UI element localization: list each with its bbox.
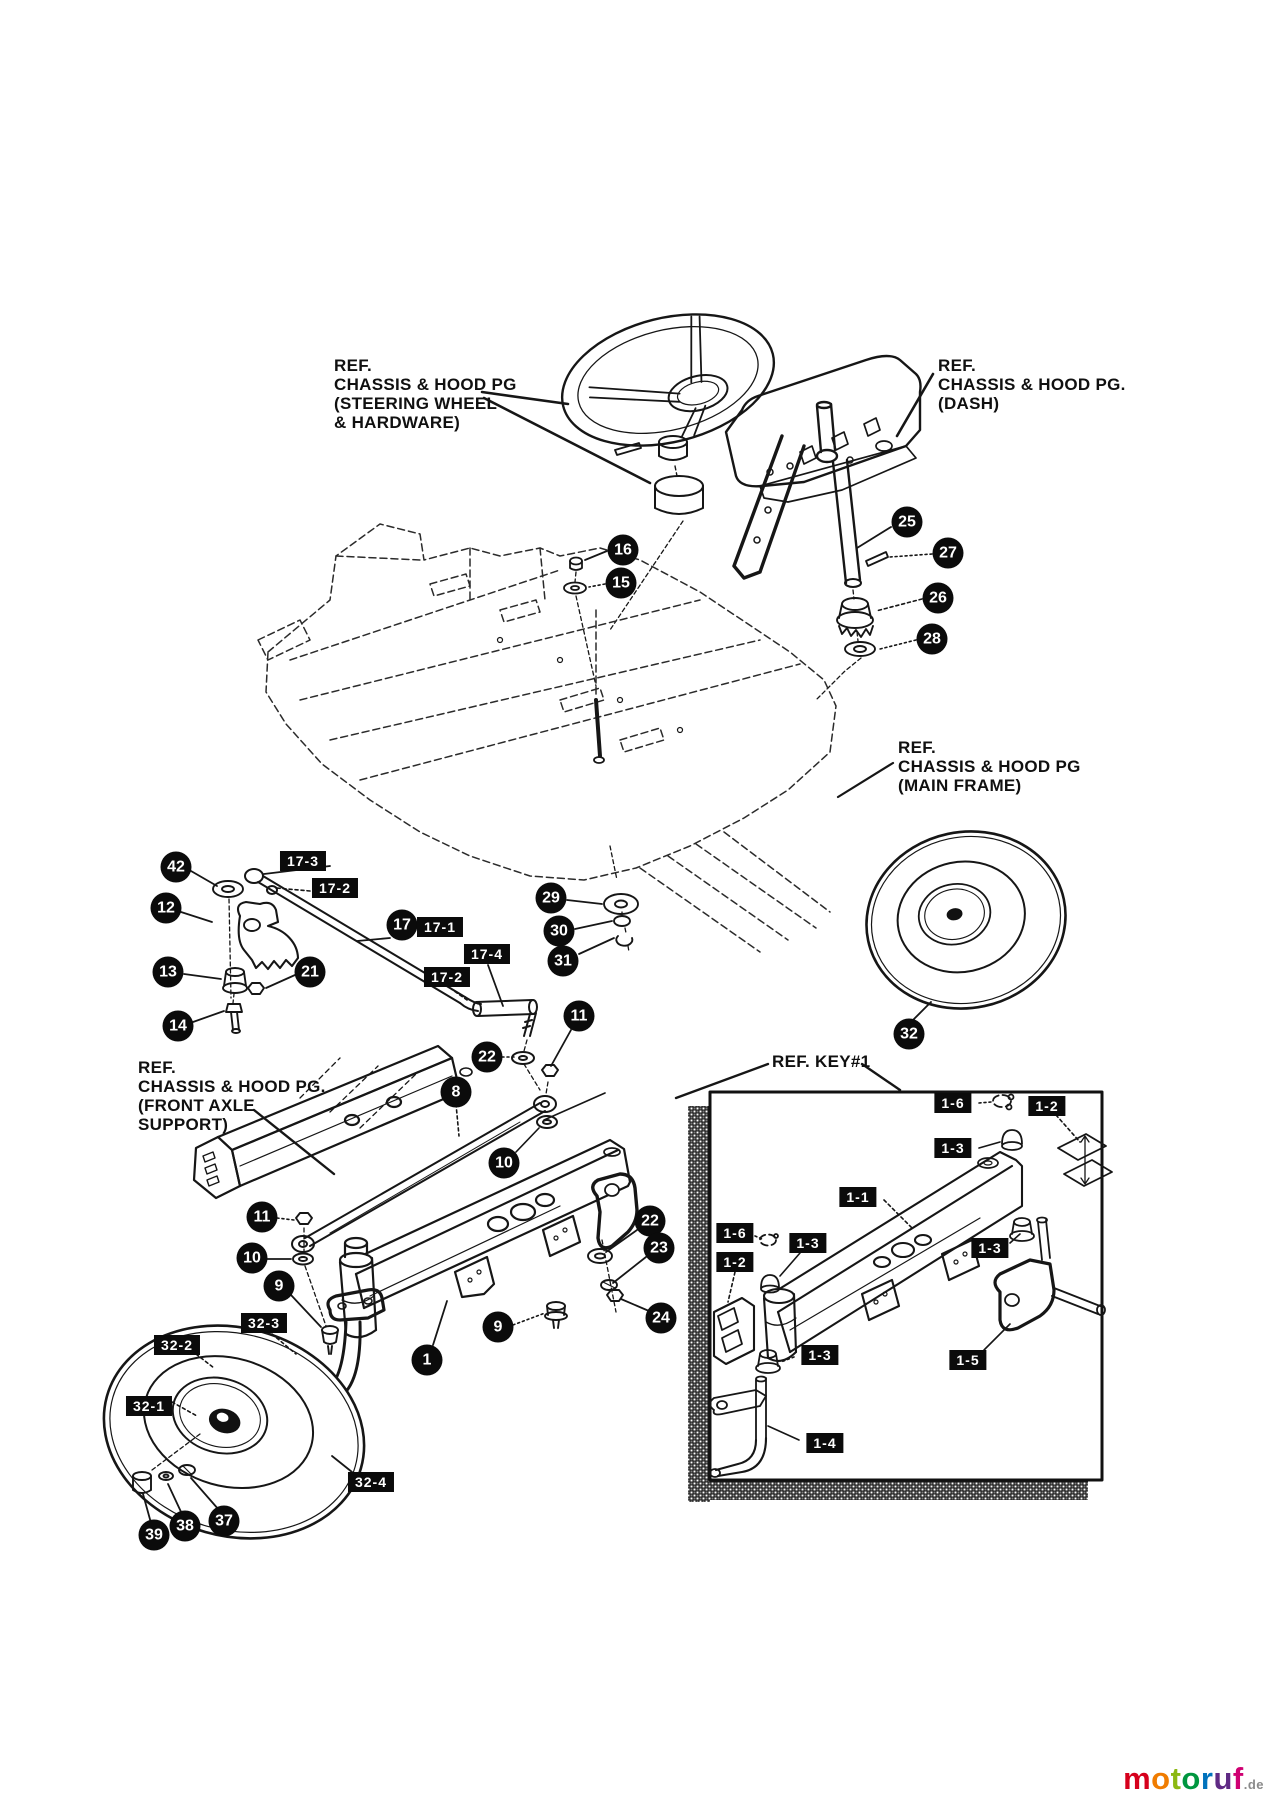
part-key-label: 1-3: [789, 1233, 827, 1253]
part-key-label: 1-6: [934, 1093, 972, 1113]
part-callout: 22: [471, 1041, 503, 1073]
part-callout: 38: [169, 1510, 201, 1542]
part-key-label: 1-3: [801, 1345, 839, 1365]
part-key-label: 1-3: [934, 1138, 972, 1158]
part-callout: 37: [208, 1505, 240, 1537]
part-callout: 17: [386, 909, 418, 941]
part-callout: 12: [150, 892, 182, 924]
part-key-label: 17-3: [279, 851, 327, 871]
ref-note-key1: REF. KEY#1: [772, 1052, 871, 1071]
logo-letter: u: [1213, 1761, 1233, 1796]
part-callout: 31: [547, 945, 579, 977]
part-key-label: 1-3: [971, 1238, 1009, 1258]
logo-letter: o: [1181, 1761, 1201, 1796]
part-key-label: 17-1: [416, 917, 464, 937]
part-key-label: 17-4: [463, 944, 511, 964]
part-callout: 21: [294, 956, 326, 988]
part-key-label: 1-2: [716, 1252, 754, 1272]
part-key-label: 1-2: [1028, 1096, 1066, 1116]
part-callout: 9: [263, 1270, 295, 1302]
part-callout: 30: [543, 915, 575, 947]
logo-suffix: .de: [1243, 1777, 1264, 1792]
part-key-label: 32-1: [125, 1396, 173, 1416]
part-callout: 29: [535, 882, 567, 914]
part-key-label: 32-4: [347, 1472, 395, 1492]
logo-letter: t: [1170, 1761, 1182, 1796]
part-key-label: 1-5: [949, 1350, 987, 1370]
part-callout: 27: [932, 537, 964, 569]
part-callout: 11: [563, 1000, 595, 1032]
part-key-label: 17-2: [423, 967, 471, 987]
part-key-label: 32-3: [240, 1313, 288, 1333]
part-callout: 42: [160, 851, 192, 883]
part-callout: 39: [138, 1519, 170, 1551]
part-callout: 22: [634, 1205, 666, 1237]
ref-note-main-frame: REF. CHASSIS & HOOD PG (MAIN FRAME): [898, 738, 1081, 796]
part-key-label: 17-2: [311, 878, 359, 898]
ref-note-front-axle: REF. CHASSIS & HOOD PG. (FRONT AXLE SUPP…: [138, 1058, 326, 1135]
part-callout: 26: [922, 582, 954, 614]
part-key-label: 1-4: [806, 1433, 844, 1453]
part-callout: 10: [488, 1147, 520, 1179]
part-callout: 9: [482, 1311, 514, 1343]
logo-letter: r: [1200, 1761, 1214, 1796]
part-callout: 24: [645, 1302, 677, 1334]
part-callout: 11: [246, 1201, 278, 1233]
part-key-label: 1-1: [839, 1187, 877, 1207]
part-callout: 32: [893, 1018, 925, 1050]
ref-note-dash: REF. CHASSIS & HOOD PG. (DASH): [938, 356, 1126, 414]
part-key-label: 32-2: [153, 1335, 201, 1355]
part-callout: 13: [152, 956, 184, 988]
part-callout: 25: [891, 506, 923, 538]
ref-note-steering-wheel: REF. CHASSIS & HOOD PG (STEERING WHEEL &…: [334, 356, 517, 433]
motoruf-logo[interactable]: motoruf.de: [1123, 1763, 1264, 1794]
part-callout: 16: [607, 534, 639, 566]
logo-letters: motoruf: [1123, 1761, 1244, 1796]
part-callout: 14: [162, 1010, 194, 1042]
part-callout: 1: [411, 1344, 443, 1376]
logo-letter: o: [1151, 1761, 1171, 1796]
part-callout: 10: [236, 1242, 268, 1274]
logo-letter: f: [1232, 1761, 1244, 1796]
logo-letter: m: [1123, 1761, 1152, 1796]
part-callout: 15: [605, 567, 637, 599]
part-callout: 8: [440, 1076, 472, 1108]
part-callout: 23: [643, 1232, 675, 1264]
part-callout: 28: [916, 623, 948, 655]
part-key-label: 1-6: [716, 1223, 754, 1243]
